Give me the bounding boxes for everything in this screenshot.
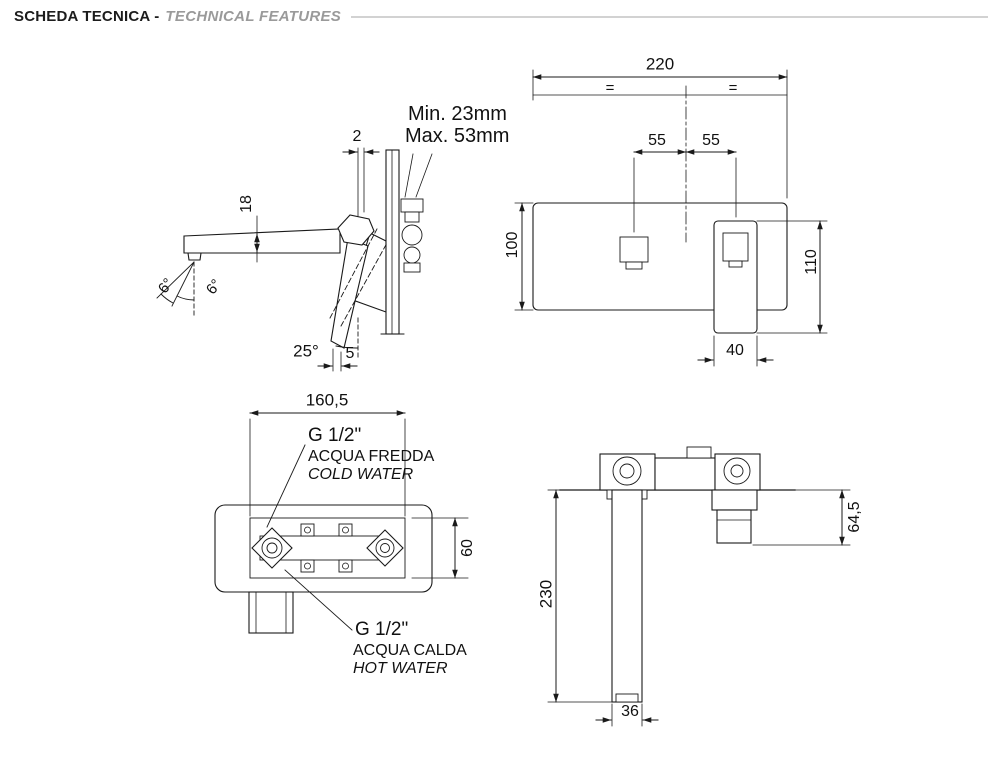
top-view-drawing — [214, 410, 469, 634]
front-view-drawing — [514, 69, 828, 367]
handle-angle-label: 25° — [293, 341, 319, 361]
header-rule — [351, 15, 988, 18]
min-depth-label: Min. 23mm — [408, 103, 507, 125]
dim-spacing-left: 55 — [648, 132, 666, 149]
dim-body-depth: 60 — [459, 539, 476, 557]
dim-spout-width: 36 — [621, 703, 639, 720]
section-view-drawing — [547, 446, 851, 727]
cold-thread-label: G 1/2" — [308, 425, 362, 446]
hot-thread-label: G 1/2" — [355, 619, 409, 640]
max-depth-label: Max. 53mm — [405, 125, 510, 147]
hot-water-label-it: ACQUA CALDA — [353, 642, 467, 659]
dim-spout-height: 18 — [238, 195, 255, 213]
dim-spout-length: 230 — [536, 579, 556, 609]
dim-handle-gap: 5 — [345, 345, 355, 362]
dim-plate-thickness: 2 — [352, 128, 362, 145]
dim-handle-plate-width: 40 — [726, 342, 744, 359]
side-view-drawing — [156, 147, 433, 372]
sheet-header: SCHEDA TECNICA - TECHNICAL FEATURES — [14, 8, 988, 25]
hot-water-label-en: HOT WATER — [353, 660, 448, 677]
sheet-title: SCHEDA TECNICA - — [14, 8, 160, 25]
equal-mark-right: = — [728, 79, 738, 97]
dim-handle-height: 64,5 — [846, 501, 863, 533]
dim-spacing-right: 55 — [702, 132, 720, 149]
cold-water-label-en: COLD WATER — [308, 466, 414, 483]
cold-water-label-it: ACQUA FREDDA — [308, 448, 435, 465]
sheet-subtitle: TECHNICAL FEATURES — [165, 8, 342, 25]
dim-plate-height: 100 — [504, 231, 521, 259]
equal-mark-left: = — [605, 79, 615, 97]
dim-body-width: 160,5 — [305, 390, 349, 410]
dim-plate-width: 220 — [645, 54, 675, 74]
dim-handle-plate-height: 110 — [803, 249, 820, 275]
